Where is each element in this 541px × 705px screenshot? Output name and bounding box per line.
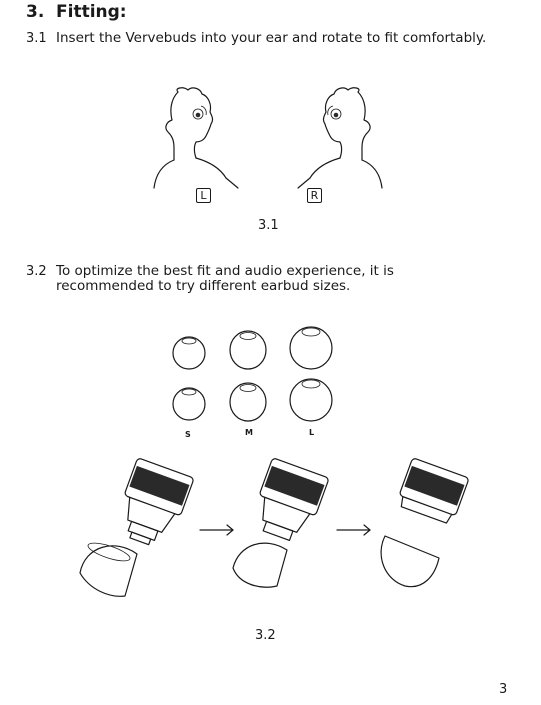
section-title: Fitting: <box>56 2 127 22</box>
section-number: 3. <box>26 2 45 22</box>
step-text: Insert the Vervebuds into your ear and r… <box>56 30 487 46</box>
right-ear-illustration <box>297 87 383 189</box>
step-number: 3.2 <box>26 264 47 279</box>
right-badge-label: R <box>310 189 319 202</box>
figure-caption-1: 3.1 <box>258 218 279 233</box>
ear-tip-attach-illustration <box>79 458 469 597</box>
right-badge: R <box>307 188 322 203</box>
ear-tip-sizes-illustration <box>172 326 333 422</box>
page-number: 3 <box>499 682 508 697</box>
step-number: 3.1 <box>26 31 47 46</box>
left-badge-label: L <box>200 189 207 202</box>
left-badge: L <box>196 188 211 203</box>
figure-caption-2: 3.2 <box>255 628 276 643</box>
size-label-l: L <box>309 428 315 437</box>
size-label-m: M <box>245 428 253 437</box>
size-label-s: S <box>185 430 191 439</box>
step-text: To optimize the best fit and audio exper… <box>56 263 394 294</box>
left-ear-illustration <box>153 87 239 189</box>
